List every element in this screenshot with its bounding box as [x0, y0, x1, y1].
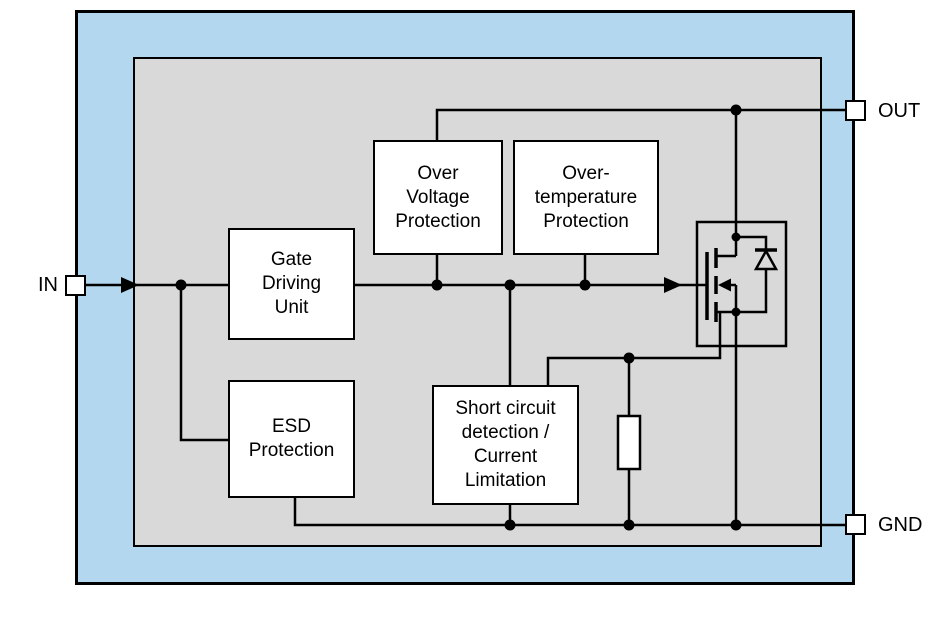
block-gate-driving-unit: Gate Driving Unit — [228, 228, 355, 340]
junction-dot — [431, 279, 443, 291]
wire-sense — [546, 312, 722, 387]
junction-dot — [579, 279, 591, 291]
junction-dot — [623, 352, 635, 364]
pin-label-in: IN — [38, 274, 58, 296]
diode-triangle-icon — [753, 248, 779, 271]
body-diode-branch — [736, 235, 768, 314]
junction-dot — [730, 104, 742, 116]
junction-dot — [731, 307, 741, 317]
junction-dot — [623, 519, 635, 531]
junction-dot — [731, 232, 741, 242]
junction-dot — [504, 519, 516, 531]
junction-dot — [175, 279, 187, 291]
pin-label-out: OUT — [878, 100, 921, 122]
mosfet-enclosure — [695, 220, 788, 348]
block-esd-protection: ESD Protection — [228, 380, 355, 498]
n-channel-mosfet-icon — [705, 235, 779, 322]
block-over-voltage-protection: Over Voltage Protection — [373, 140, 503, 255]
wire-to-esd — [179, 285, 230, 442]
pin-gnd — [845, 514, 866, 535]
wire-gnd-rail — [293, 497, 846, 527]
pin-in — [65, 275, 86, 296]
junction-dots — [175, 104, 742, 531]
mosfet-body-arrow-icon — [718, 278, 731, 292]
pin-label-gnd: GND — [878, 514, 923, 536]
pin-out — [845, 100, 866, 121]
block-over-temperature-protection: Over- temperature Protection — [513, 140, 659, 255]
sense-resistor-icon — [616, 414, 642, 471]
wire-out-rail — [435, 108, 846, 142]
input-arrowhead-icon — [121, 277, 139, 293]
gate-arrowhead-icon — [664, 277, 682, 293]
junction-dot — [504, 279, 516, 291]
junction-dot — [730, 519, 742, 531]
block-short-circuit-detection: Short circuit detection / Current Limita… — [432, 385, 579, 505]
